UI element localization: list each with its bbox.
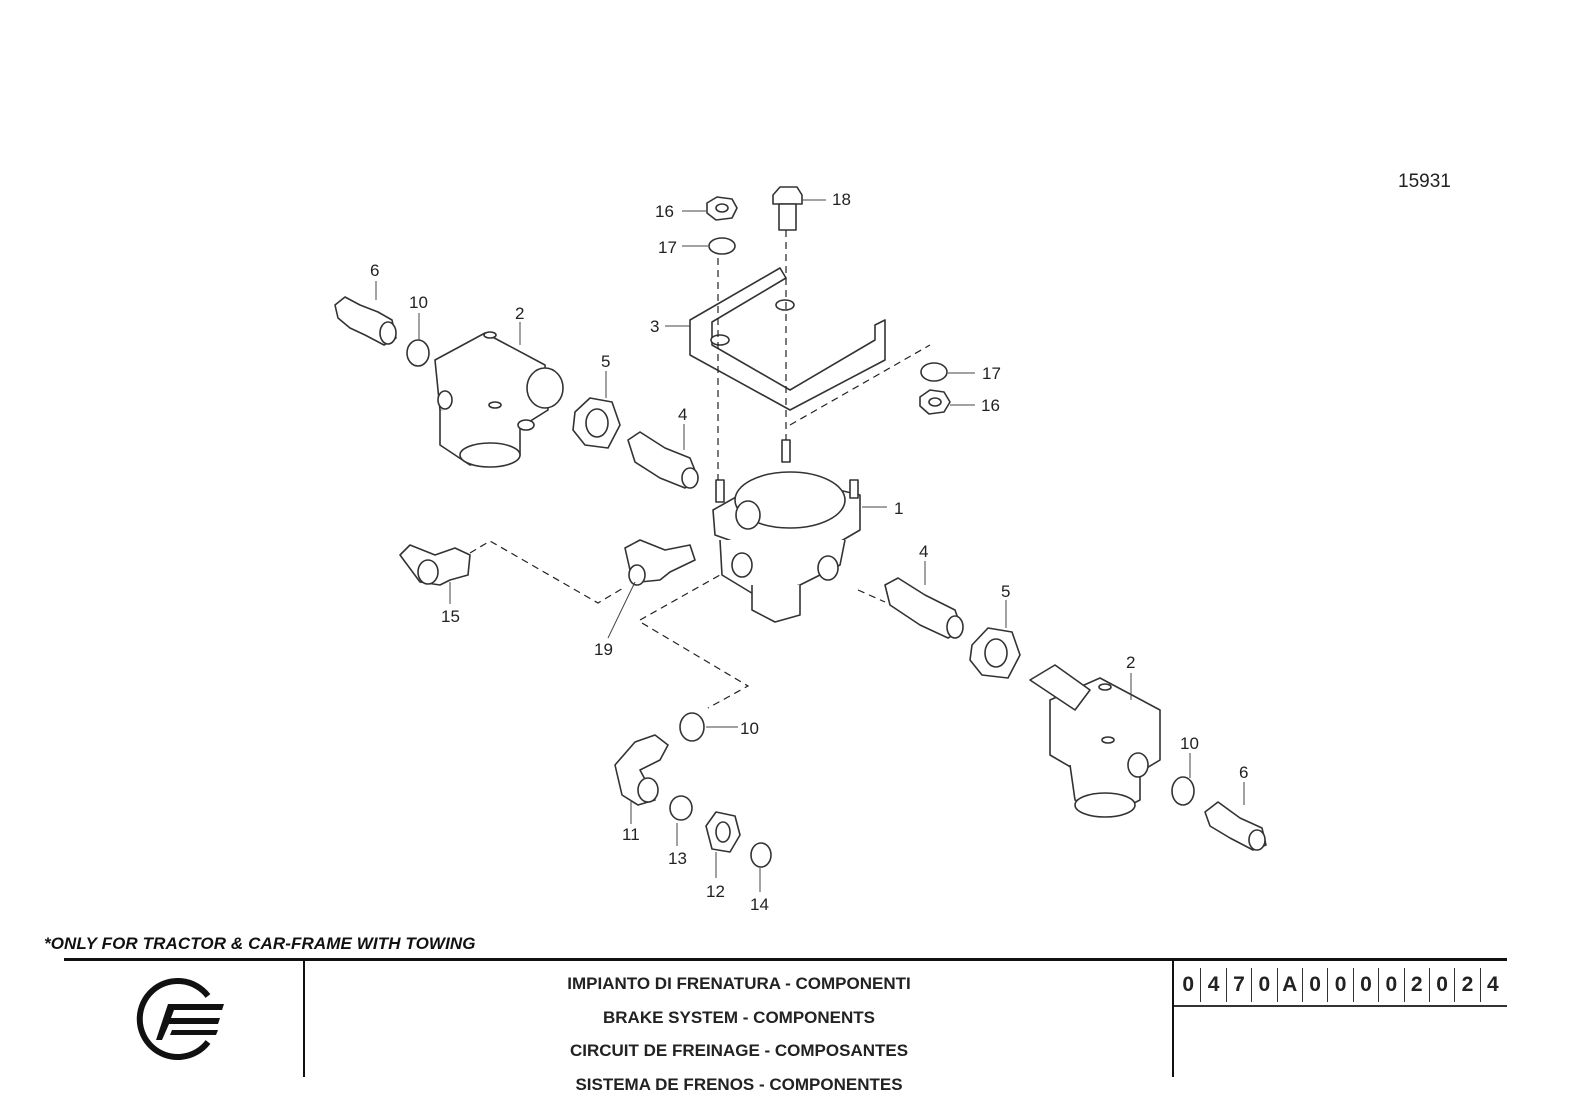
callout-label: 17: [982, 364, 1001, 383]
callout-label: 6: [370, 261, 379, 280]
bolt-part: [772, 186, 803, 231]
nut-part: [919, 389, 951, 415]
callout-label: 10: [1180, 734, 1199, 753]
code-char: 2: [1455, 968, 1481, 1002]
callout-label: 5: [601, 352, 610, 371]
code-char: 7: [1227, 968, 1253, 1002]
code-char: A: [1278, 968, 1303, 1002]
cap-part: [669, 795, 693, 821]
tee-fitting-part: [624, 539, 696, 586]
washer-part: [406, 339, 430, 367]
callout-label: 10: [409, 293, 428, 312]
callout-labels: 1 2 2 3 4 4 5 5 6 6 10 10 10 11 12 13 14…: [370, 190, 1248, 914]
fitting-part: [1204, 801, 1267, 851]
code-char: 0: [1430, 968, 1456, 1002]
callout-label: 6: [1239, 763, 1248, 782]
elbow-fitting-part: [614, 734, 669, 806]
code-char: 4: [1487, 973, 1499, 996]
sleeve-part: [750, 842, 772, 868]
code-char: 4: [1201, 968, 1227, 1002]
nut-part: [969, 627, 1021, 679]
title-spanish: SISTEMA DE FRENOS - COMPONENTES: [575, 1074, 903, 1094]
callout-label: 11: [622, 825, 640, 844]
washer-part: [679, 712, 705, 742]
callout-label: 12: [706, 882, 725, 901]
code-char: 0: [1354, 968, 1380, 1002]
nut-part: [705, 811, 741, 853]
callout-label: 5: [1001, 582, 1010, 601]
company-logo-icon: [136, 978, 224, 1060]
code-char: 2: [1405, 968, 1430, 1002]
main-brake-valve-part: [712, 439, 861, 623]
callout-label: 10: [740, 719, 759, 738]
code-char: 0: [1176, 968, 1202, 1002]
code-char: 0: [1328, 968, 1354, 1002]
fitting-part: [334, 296, 397, 346]
elbow-fitting-part: [399, 544, 471, 586]
title-italian: IMPIANTO DI FRENATURA - COMPONENTI: [567, 974, 911, 993]
callout-label: 1: [894, 499, 903, 518]
callout-label: 3: [650, 317, 659, 336]
fitting-part: [627, 431, 699, 489]
washer-part: [920, 362, 948, 382]
code-underline: [1174, 1005, 1507, 1007]
code-char: 0: [1303, 968, 1329, 1002]
callout-label: 19: [594, 640, 613, 659]
callout-label: 18: [832, 190, 851, 209]
callout-label: 14: [750, 895, 769, 914]
title-block: IMPIANTO DI FRENATURA - COMPONENTI BRAKE…: [306, 972, 1172, 1106]
callout-label: 16: [655, 202, 674, 221]
callout-label: 4: [678, 405, 687, 424]
document-code: 0 4 7 0 A 0 0 0 0 2 0 2 4: [1176, 968, 1505, 1002]
callout-label: 4: [919, 542, 928, 561]
callout-label: 2: [1126, 653, 1135, 672]
title-block-separator: [1172, 960, 1174, 1077]
title-french: CIRCUIT DE FREINAGE - COMPOSANTES: [569, 1041, 909, 1060]
title-block-separator: [303, 960, 305, 1077]
washer-part: [1171, 776, 1195, 806]
title-english: BRAKE SYSTEM - COMPONENTS: [602, 1007, 876, 1027]
relay-valve-part: [1029, 664, 1161, 818]
washer-part: [708, 237, 736, 255]
nut-part: [706, 196, 738, 221]
fitting-part: [884, 577, 964, 639]
callout-label: 15: [441, 607, 460, 626]
nut-part: [572, 397, 621, 449]
code-char: 0: [1379, 968, 1405, 1002]
relay-valve-part: [434, 331, 564, 468]
bracket-part: [689, 267, 886, 411]
reference-number: 15931: [1398, 171, 1451, 192]
callout-label: 13: [668, 849, 687, 868]
exploded-parts-diagram: 1 2 2 3 4 4 5 5 6 6 10 10 10 11 12 13 14…: [334, 186, 1267, 914]
footnote: *ONLY FOR TRACTOR & CAR-FRAME WITH TOWIN…: [44, 934, 476, 953]
callout-label: 17: [658, 238, 677, 257]
callout-label: 2: [515, 304, 524, 323]
leader-lines: [375, 199, 1245, 892]
pipe-routing-lines: [469, 230, 931, 709]
title-block-divider: [64, 958, 1507, 961]
code-char: 0: [1252, 968, 1278, 1002]
callout-label: 16: [981, 396, 1000, 415]
